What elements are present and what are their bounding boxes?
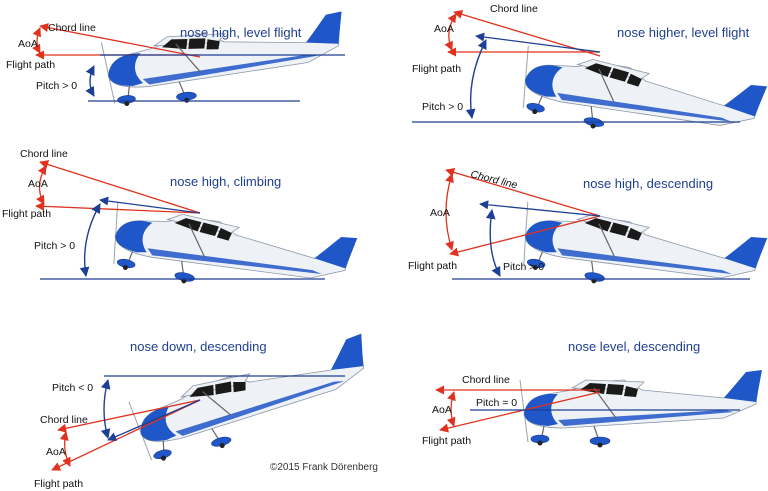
label-pitch-2: Pitch > 0 bbox=[422, 101, 463, 113]
aircraft-2 bbox=[513, 35, 768, 163]
label-flight-path-2: Flight path bbox=[412, 63, 461, 75]
chord-line-4 bbox=[445, 167, 601, 217]
aircraft-4 bbox=[514, 191, 768, 315]
aoa-arc-5 bbox=[59, 431, 71, 467]
label-aoa-2: AoA bbox=[434, 23, 454, 35]
caption-2: nose higher, level flight bbox=[617, 25, 750, 40]
chord-line-1 bbox=[39, 23, 201, 58]
label-pitch-5: Pitch < 0 bbox=[52, 382, 93, 394]
flight-path-line-3 bbox=[35, 201, 201, 214]
label-pitch-6: Pitch = 0 bbox=[476, 397, 517, 409]
flight-path-line-5 bbox=[51, 399, 201, 471]
caption-5: nose down, descending bbox=[130, 339, 267, 354]
axis-line-4 bbox=[479, 200, 601, 217]
panel-nose-level-descending: nose level, descending Chord line AoA Pi… bbox=[422, 339, 763, 449]
label-aoa-1: AoA bbox=[18, 38, 38, 50]
aircraft-6 bbox=[519, 369, 763, 449]
aoa-arc-3 bbox=[36, 165, 47, 205]
panel-nose-high-climbing: nose high, climbing Chord line AoA Fligh… bbox=[2, 148, 358, 315]
aoa-arc-2 bbox=[444, 13, 457, 51]
caption-3: nose high, climbing bbox=[170, 174, 281, 189]
label-chord-1: Chord line bbox=[48, 22, 96, 34]
pitch-arc-2 bbox=[465, 39, 487, 119]
label-chord-3: Chord line bbox=[20, 148, 68, 160]
pitch-arc-1 bbox=[85, 65, 95, 97]
label-flight-path-4: Flight path bbox=[408, 260, 457, 272]
chord-line-5 bbox=[57, 399, 201, 433]
pitch-arc-5 bbox=[100, 379, 111, 439]
aoa-arc-4 bbox=[445, 173, 454, 251]
pitch-arc-4 bbox=[485, 209, 501, 277]
label-flight-path-3: Flight path bbox=[2, 208, 51, 220]
axis-line-5 bbox=[107, 399, 201, 441]
label-flight-path-5: Flight path bbox=[34, 478, 83, 490]
aoa-arc-1 bbox=[32, 27, 41, 54]
panel-nose-high-level: nose high, level flight Chord line AoA F… bbox=[6, 10, 349, 111]
label-chord-5: Chord line bbox=[40, 414, 88, 426]
label-aoa-5: AoA bbox=[46, 446, 66, 458]
label-aoa-4: AoA bbox=[430, 207, 450, 219]
label-pitch-4: Pitch > 0 bbox=[503, 261, 544, 273]
label-aoa-6: AoA bbox=[432, 404, 452, 416]
label-pitch-3: Pitch > 0 bbox=[34, 240, 75, 252]
label-chord-6: Chord line bbox=[462, 374, 510, 386]
flight-path-line-4 bbox=[449, 215, 601, 257]
pitch-arc-3 bbox=[79, 203, 101, 277]
label-flight-path-1: Flight path bbox=[6, 59, 55, 71]
panel-nose-high-descending: nose high, descending Chord line AoA Fli… bbox=[408, 167, 768, 315]
caption-4: nose high, descending bbox=[583, 176, 713, 191]
caption-1: nose high, level flight bbox=[180, 25, 302, 40]
panel-nose-higher-level: nose higher, level flight Chord line AoA… bbox=[412, 3, 768, 163]
flight-path-line-6 bbox=[439, 391, 601, 433]
label-flight-path-6: Flight path bbox=[422, 435, 471, 447]
axis-line-2 bbox=[475, 32, 601, 53]
caption-6: nose level, descending bbox=[568, 339, 700, 354]
label-aoa-3: AoA bbox=[28, 178, 48, 190]
label-chord-2: Chord line bbox=[490, 3, 538, 15]
chord-line-3 bbox=[39, 160, 201, 214]
panel-nose-down-descending: nose down, descending Pitch < 0 Chord li… bbox=[34, 333, 381, 490]
axis-line-3 bbox=[99, 196, 201, 214]
label-chord-4: Chord line bbox=[469, 168, 518, 191]
copyright-notice: ©2015 Frank Dörenberg bbox=[270, 462, 378, 473]
label-pitch-1: Pitch > 0 bbox=[36, 80, 77, 92]
aoa-arc-6 bbox=[446, 391, 456, 427]
